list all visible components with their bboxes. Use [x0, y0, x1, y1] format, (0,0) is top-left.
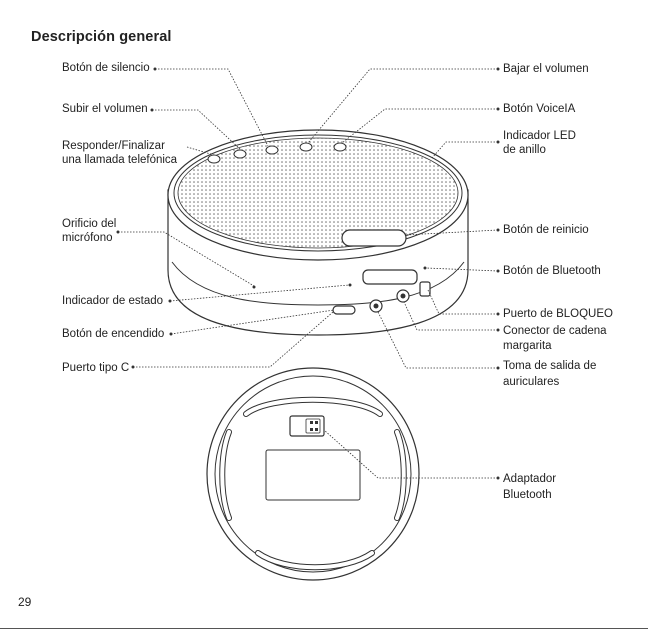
label-volume-down: Bajar el volumen — [503, 63, 589, 75]
label-reset-button: Botón de reinicio — [503, 224, 589, 236]
label-status-indicator: Indicador de estado — [62, 295, 164, 307]
label-led-ring-line2: de anillo — [503, 144, 546, 156]
label-volume-up: Subir el volumen — [62, 103, 148, 115]
speaker-top-view — [167, 129, 469, 336]
speaker-bottom-view — [206, 367, 420, 581]
label-answer-call-line2: una llamada telefónica — [62, 154, 178, 166]
label-daisy-chain-line1: Conector de cadena — [503, 325, 607, 337]
label-mic-hole-line2: micrófono — [62, 232, 113, 244]
page-title: Descripción general — [31, 29, 172, 45]
bottom-rule — [0, 628, 648, 629]
label-bt-adapter-line2: Bluetooth — [503, 489, 552, 501]
label-bluetooth-button: Botón de Bluetooth — [503, 265, 601, 277]
label-usbc-port: Puerto tipo C — [62, 362, 130, 374]
label-mute-button: Botón de silencio — [62, 62, 150, 74]
label-answer-call-line1: Responder/Finalizar — [62, 140, 165, 152]
label-daisy-chain-line2: margarita — [503, 340, 552, 352]
page-number: 29 — [18, 595, 32, 609]
label-bt-adapter-line1: Adaptador — [503, 473, 557, 485]
label-lock-port: Puerto de BLOQUEO — [503, 308, 613, 320]
label-led-ring-line1: Indicador LED — [503, 130, 576, 142]
leader-endpoints — [116, 67, 500, 480]
leader-lines — [118, 68, 499, 479]
label-voice-ai: Botón VoiceIA — [503, 103, 576, 115]
label-power-button: Botón de encendido — [62, 328, 165, 340]
label-headphone-out-line2: auriculares — [503, 376, 560, 388]
label-headphone-out-line1: Toma de salida de — [503, 360, 597, 372]
label-mic-hole-line1: Orificio del — [62, 218, 117, 230]
